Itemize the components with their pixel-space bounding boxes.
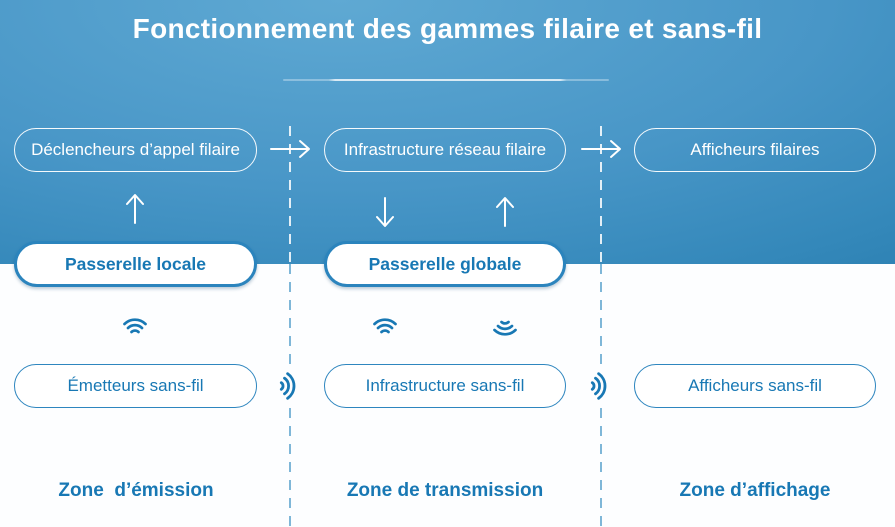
header-background [0, 0, 895, 264]
zone-display-label: Zone d’affichage [679, 480, 831, 501]
arrow-down-icon [374, 195, 396, 229]
wireless-transmitters-pill: Émetteurs sans-fil [14, 364, 257, 408]
wired-infrastructure-label: Infrastructure réseau filaire [343, 140, 547, 159]
zone-separator-right-top [600, 126, 602, 264]
local-gateway-pill: Passerelle locale [14, 241, 257, 287]
zone-emission-label: Zone d’émission [58, 480, 214, 501]
arrow-up-icon [494, 195, 516, 229]
zone-separator-left-top [289, 126, 291, 264]
wifi-signal-icon [370, 316, 400, 338]
wired-displays-pill: Afficheurs filaires [634, 128, 876, 172]
diagram-title: Fonctionnement des gammes filaire et san… [132, 13, 763, 44]
arrow-right-icon [268, 138, 314, 160]
global-gateway-label: Passerelle globale [368, 253, 522, 274]
wireless-displays-pill: Afficheurs sans-fil [634, 364, 876, 408]
wired-triggers-pill: Déclencheurs d’appel filaire [14, 128, 257, 172]
zone-transmission-label: Zone de transmission [346, 480, 544, 501]
arrow-up-icon [124, 192, 146, 226]
global-gateway-pill: Passerelle globale [324, 241, 566, 287]
wifi-signal-icon [120, 316, 150, 338]
radio-waves-icon [277, 368, 303, 404]
wireless-infrastructure-label: Infrastructure sans-fil [365, 376, 525, 395]
wireless-infrastructure-pill: Infrastructure sans-fil [324, 364, 566, 408]
radio-waves-icon [588, 368, 614, 404]
wired-displays-label: Afficheurs filaires [690, 140, 820, 159]
local-gateway-label: Passerelle locale [64, 253, 207, 274]
title-divider [283, 79, 609, 81]
wireless-transmitters-label: Émetteurs sans-fil [67, 376, 204, 395]
wired-infrastructure-pill: Infrastructure réseau filaire [324, 128, 566, 172]
arrow-right-icon [579, 138, 625, 160]
wifi-signal-inverted-icon [490, 316, 520, 338]
wired-triggers-label: Déclencheurs d’appel filaire [31, 140, 240, 159]
wireless-displays-label: Afficheurs sans-fil [688, 376, 822, 395]
